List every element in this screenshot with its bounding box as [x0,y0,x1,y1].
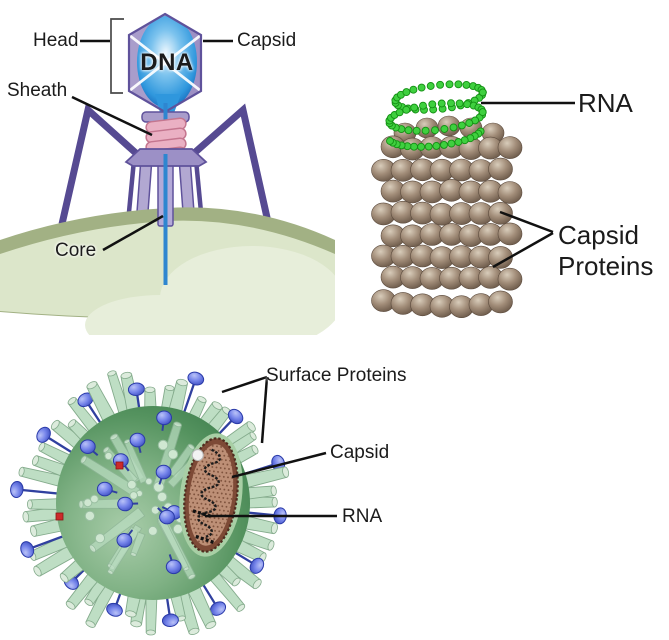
rna-coil [197,448,222,538]
enveloped-leader-lines [205,375,337,518]
label-head: Head [33,30,79,51]
label-rna-enveloped: RNA [342,506,383,527]
bacteriophage-illustration [0,12,335,335]
head-bracket [110,18,124,94]
phage-head [127,12,203,124]
capsid-protein-stack [371,135,523,319]
label-capsid-proteins: Capsid Proteins [558,220,654,282]
label-sheath: Sheath [7,80,68,101]
phage-leader-lines [71,39,233,252]
rna-helix-front [386,127,485,151]
tail-fibers [58,103,272,225]
label-core: Core [55,240,97,261]
label-capsid-enveloped: Capsid [330,442,390,463]
polymerase-ball [191,449,204,462]
helical-leader-lines [481,101,575,269]
helical-virus-illustration [371,80,575,319]
enveloped-virus-illustration [10,370,337,636]
capsid-cutaway [179,433,243,557]
label-capsid-phage: Capsid [237,30,297,51]
marker-square [55,512,64,521]
label-rna-helical: RNA [578,88,633,118]
rna-helix-back [385,80,487,135]
marker-square [115,461,124,470]
label-dna: DNA [140,49,194,76]
label-surface-proteins: Surface Proteins [266,365,407,386]
